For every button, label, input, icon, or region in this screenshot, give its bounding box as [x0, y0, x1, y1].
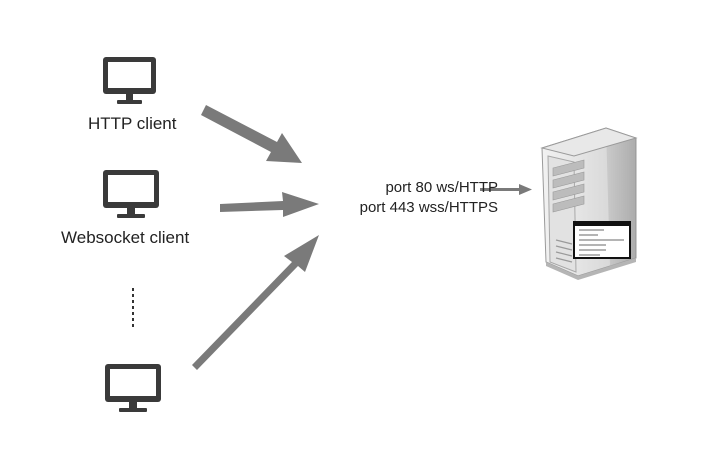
- http-client-label: HTTP client: [88, 114, 177, 133]
- port-line-http: port 80 ws/HTTP: [385, 179, 498, 196]
- arrow-third-client: [192, 235, 319, 370]
- monitor-icon: [103, 170, 159, 218]
- monitor-icon: [105, 364, 161, 412]
- terminal-window-icon: [573, 221, 631, 259]
- arrow-http-client: [201, 105, 302, 163]
- port-line-https: port 443 wss/HTTPS: [359, 199, 498, 216]
- ellipsis-dots: [132, 288, 134, 327]
- arrow-websocket-client: [220, 192, 319, 217]
- monitor-icon: [103, 57, 156, 104]
- websocket-client-label: Websocket client: [61, 228, 190, 247]
- arrow-to-server: [480, 184, 532, 195]
- port-description: port 80 ws/HTTP port 443 wss/HTTPS: [338, 178, 498, 218]
